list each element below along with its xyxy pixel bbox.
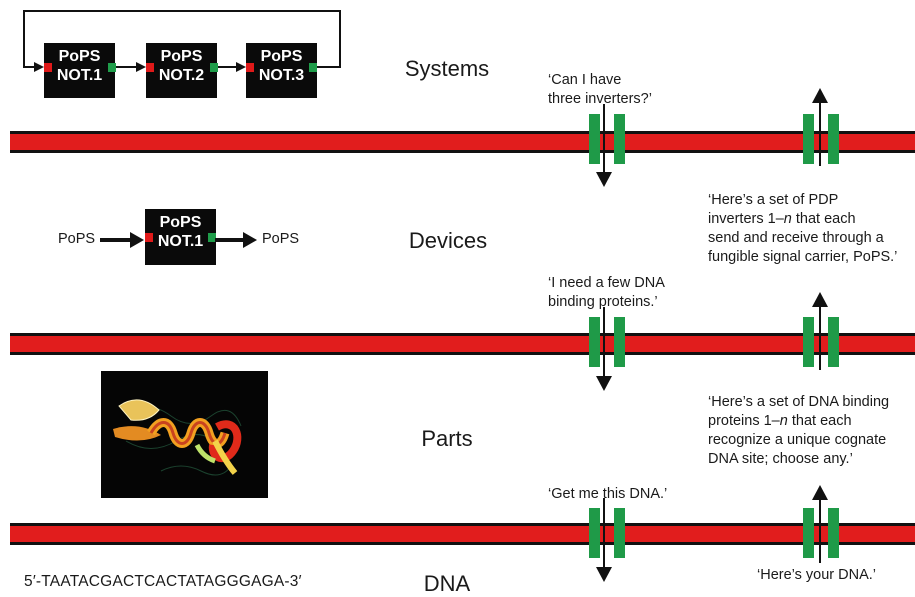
gene-bar-right (828, 508, 839, 558)
box-line1: PoPS (58, 48, 101, 65)
output-pin (210, 63, 218, 72)
output-signal-label: PoPS (262, 231, 300, 247)
pops-not-2-box: PoPS NOT.2 (146, 43, 217, 98)
quote-text: ‘Here’s a set of DNA binding proteins 1–… (708, 394, 890, 467)
input-pin (246, 63, 254, 72)
gene-bar-left (803, 508, 814, 558)
output-pin (309, 63, 317, 72)
abstraction-barrier-2 (10, 333, 915, 355)
abstraction-barrier-3 (10, 523, 915, 545)
dna-sequence: 5′-TAATACGACTCACTATAGGGAGA-3′ (24, 573, 302, 590)
gene-bar-right (614, 114, 625, 164)
down-arrow-icon (596, 376, 612, 391)
quote-text: ‘Here’s a set of PDP inverters 1–n that … (708, 192, 898, 265)
pops-not-1-device-box: PoPS NOT.1 (145, 209, 216, 265)
up-arrow-icon (812, 485, 828, 500)
input-pin (146, 63, 154, 72)
quote-systems-request: ‘Can I have three inverters?’ (548, 72, 652, 107)
gene-bar-left (589, 317, 600, 367)
box-line2: NOT.3 (258, 67, 305, 84)
quote-devices-request: ‘I need a few DNA binding proteins.’ (548, 275, 665, 310)
box-line1: PoPS (160, 48, 203, 65)
abstraction-barrier-1 (10, 131, 915, 153)
up-arrow-shaft (819, 304, 821, 370)
gene-bar-right (828, 317, 839, 367)
box-line1: PoPS (260, 48, 303, 65)
input-signal-label: PoPS (58, 231, 96, 247)
output-pin (208, 233, 216, 242)
input-pin (145, 233, 153, 242)
level-label-devices: Devices (408, 228, 488, 253)
down-arrow-icon (596, 172, 612, 187)
level-label-dna: DNA (423, 571, 471, 596)
pops-not-3-box: PoPS NOT.3 (246, 43, 317, 98)
up-arrow-shaft (819, 100, 821, 166)
quote-devices-reply: ‘Here’s a set of DNA binding proteins 1–… (708, 374, 915, 469)
box-line2: NOT.2 (158, 67, 205, 84)
output-pin (108, 63, 116, 72)
feedback-loop (23, 10, 341, 72)
up-arrow-icon (812, 88, 828, 103)
gene-bar-left (589, 508, 600, 558)
pops-not-1-box: PoPS NOT.1 (44, 43, 115, 98)
loop-arrowhead (34, 62, 44, 72)
protein-ribbon-illustration (113, 399, 242, 476)
gene-bar-right (614, 317, 625, 367)
protein-structure-image (101, 371, 268, 498)
gene-bar-right (828, 114, 839, 164)
up-arrow-icon (812, 292, 828, 307)
output-arrow-icon (215, 232, 257, 248)
level-label-systems: Systems (404, 56, 490, 81)
quote-parts-request: ‘Get me this DNA.’ (548, 486, 668, 502)
down-arrow-icon (596, 567, 612, 582)
down-arrow-shaft (603, 307, 605, 379)
box-line2: NOT.1 (56, 67, 103, 84)
quote-systems-reply: ‘Here’s a set of PDP inverters 1–n that … (708, 172, 915, 267)
gene-bar-right (614, 508, 625, 558)
quote-parts-reply: ‘Here’s your DNA.’ (757, 567, 876, 583)
input-arrow-icon (100, 232, 144, 248)
up-arrow-shaft (819, 497, 821, 563)
gene-bar-left (589, 114, 600, 164)
box-line1: PoPS (159, 214, 202, 231)
gene-bar-left (803, 317, 814, 367)
down-arrow-shaft (603, 498, 605, 570)
box-line2: NOT.1 (157, 233, 204, 250)
gene-bar-left (803, 114, 814, 164)
input-pin (44, 63, 52, 72)
down-arrow-shaft (603, 104, 605, 175)
level-label-parts: Parts (421, 426, 473, 451)
